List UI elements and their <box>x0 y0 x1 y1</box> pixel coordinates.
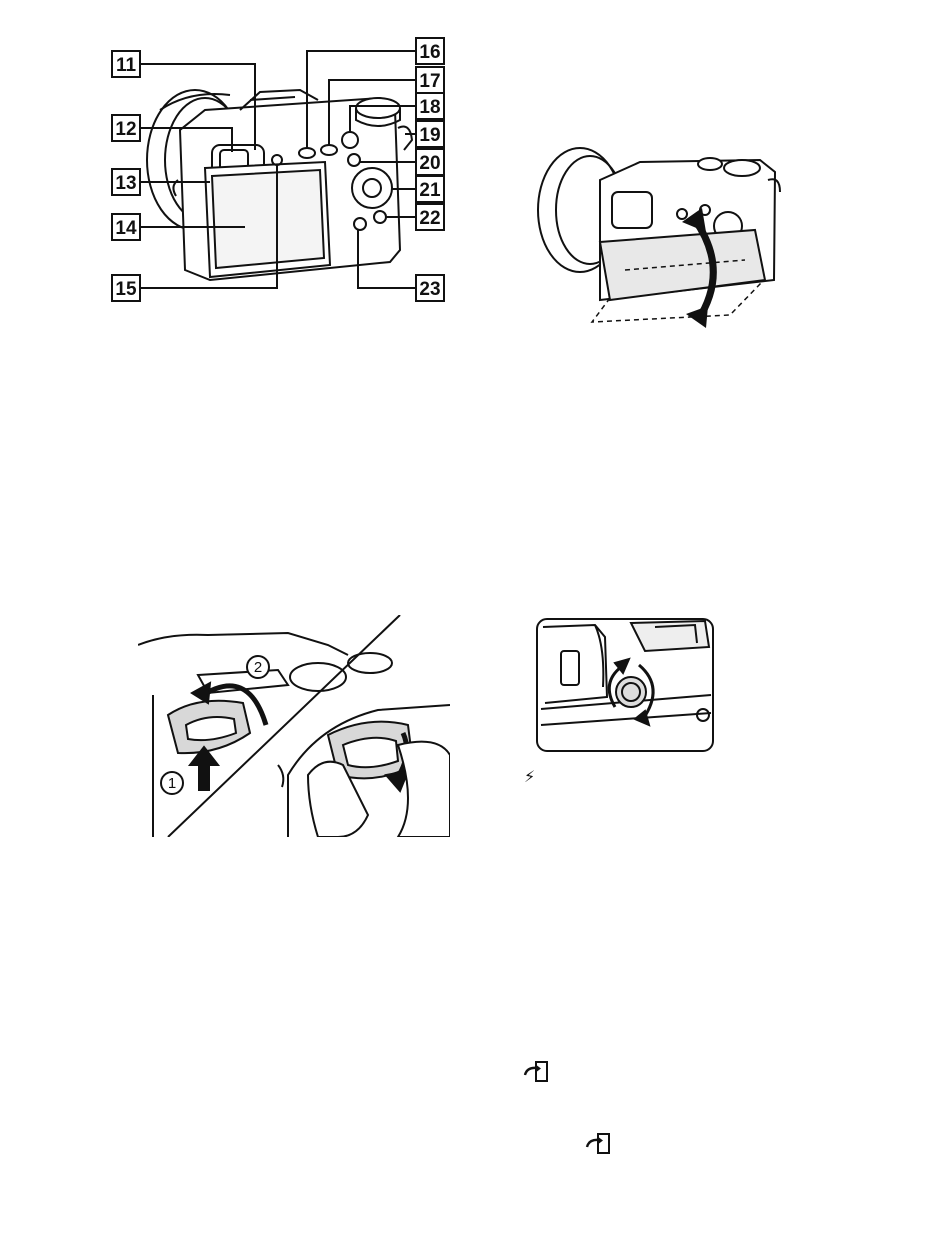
diopter-dial-illustration <box>535 617 715 753</box>
callout-12: 12 <box>115 119 136 140</box>
callout-19: 19 <box>419 125 440 146</box>
callout-20: 20 <box>419 153 440 174</box>
step-2-label: 2 <box>254 659 262 676</box>
camera-rear-callout-diagram: 11 12 13 14 15 16 17 18 19 20 21 22 23 <box>0 0 460 330</box>
callout-17: 17 <box>419 71 440 92</box>
callout-23: 23 <box>419 279 440 300</box>
tilting-monitor-illustration <box>530 130 790 340</box>
callout-13: 13 <box>115 173 136 194</box>
send-to-smartphone-icon <box>523 1061 549 1083</box>
flash-icon: ⚡ <box>524 768 535 786</box>
callout-18: 18 <box>419 97 440 118</box>
send-to-smartphone-icon <box>585 1133 611 1155</box>
callout-14: 14 <box>115 218 137 239</box>
callout-11: 11 <box>116 55 137 76</box>
eyecup-removal-illustration: 1 2 <box>138 615 450 837</box>
step-1-label: 1 <box>168 775 176 792</box>
callout-21: 21 <box>419 180 441 201</box>
callout-15: 15 <box>115 279 137 300</box>
callout-16: 16 <box>419 42 440 63</box>
callout-22: 22 <box>419 208 440 229</box>
